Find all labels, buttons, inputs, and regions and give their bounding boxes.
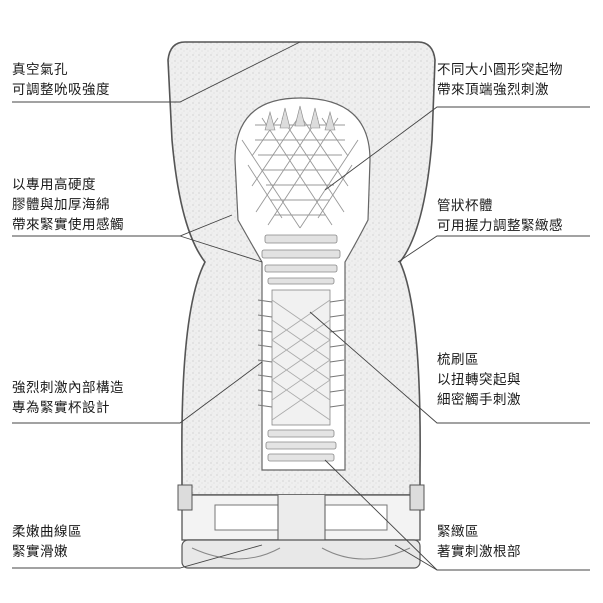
leader-tube-body	[397, 235, 590, 263]
callout-nodules-line-2: 帶來頂端強烈刺激	[437, 82, 549, 98]
callout-comb-zone: 梳刷區 以扭轉突起與 細密觸手刺激	[437, 350, 521, 410]
callout-comb-zone-line-2: 以扭轉突起與	[437, 372, 521, 388]
callout-curve-zone-line-1: 柔嫩曲線區	[12, 524, 82, 540]
callout-tight-zone-line-1: 緊緻區	[437, 524, 479, 540]
leader-nodules	[324, 106, 590, 191]
leader-lines	[12, 41, 590, 571]
callout-vacuum-hole: 真空氣孔 可調整吮吸強度	[12, 60, 110, 100]
callout-tube-body-line-1: 管狀杯體	[437, 198, 493, 214]
callout-inner-structure-line-1: 強烈刺激內部構造	[12, 380, 124, 396]
callout-comb-zone-line-3: 細密觸手刺激	[437, 392, 521, 408]
leader-vacuum-hole	[12, 41, 301, 103]
cup-base-cap	[177, 484, 425, 569]
callout-comb-zone-line-1: 梳刷區	[437, 352, 479, 368]
callout-vacuum-hole-line-2: 可調整吮吸強度	[12, 82, 110, 98]
comb-zone-shaft	[271, 289, 331, 426]
callout-sleeve-material-line-1: 以專用高硬度	[12, 177, 96, 193]
leader-inner-structure	[12, 361, 263, 424]
ring-segments	[261, 234, 341, 285]
leader-comb-zone	[309, 311, 590, 424]
callout-sleeve-material-line-3: 帶來緊實使用感觸	[12, 217, 124, 233]
leader-curve-zone	[12, 544, 263, 569]
callout-tight-zone-line-2: 著實刺激根部	[437, 544, 521, 560]
leader-sleeve-material-b	[179, 235, 263, 263]
callout-vacuum-hole-line-1: 真空氣孔	[12, 62, 68, 78]
callout-nodules-line-1: 不同大小圓形突起物	[437, 62, 563, 78]
callout-nodules: 不同大小圓形突起物 帶來頂端強烈刺激	[437, 60, 563, 100]
leader-tight-zone-b	[394, 544, 438, 571]
comb-bristles	[257, 299, 345, 408]
tight-zone-rings	[265, 429, 337, 462]
callout-sleeve-material-line-2: 膠體與加厚海綿	[12, 197, 110, 213]
callout-tube-body-line-2: 可用握力調整緊緻感	[437, 218, 563, 234]
callout-inner-structure-line-2: 專為緊實杯設計	[12, 400, 110, 416]
callout-curve-zone-line-2: 緊實滑嫩	[12, 544, 68, 560]
nodule-spikes	[264, 105, 336, 131]
callout-inner-structure: 強烈刺激內部構造 專為緊實杯設計	[12, 378, 124, 418]
callout-tube-body: 管狀杯體 可用握力調整緊緻感	[437, 196, 563, 236]
callout-sleeve-material: 以專用高硬度 膠體與加厚海綿 帶來緊實使用感觸	[12, 175, 124, 235]
callout-curve-zone: 柔嫩曲線區 緊實滑嫩	[12, 522, 82, 562]
callout-tight-zone: 緊緻區 著實刺激根部	[437, 522, 521, 562]
